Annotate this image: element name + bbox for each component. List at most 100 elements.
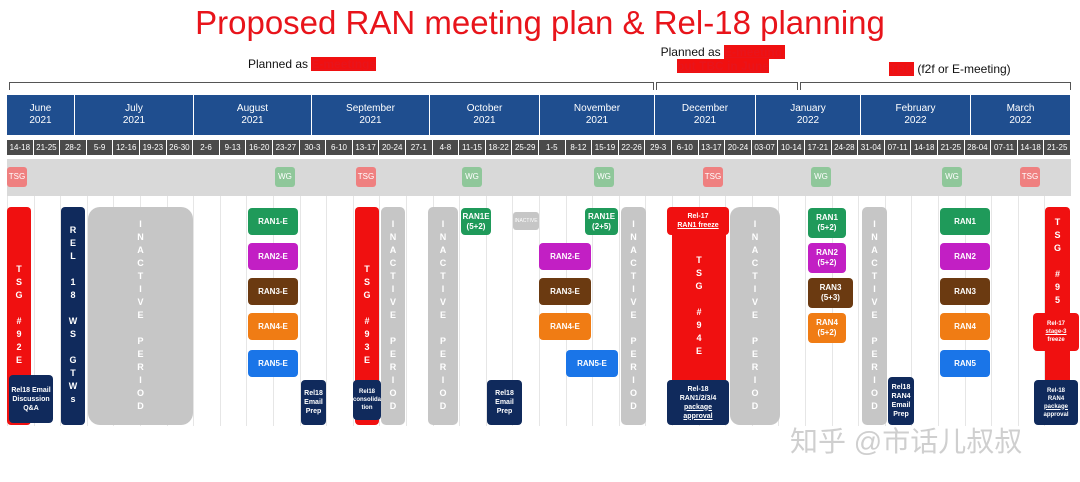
note-line: Rel-18 — [1046, 387, 1065, 394]
month-year: 2022 — [904, 115, 927, 126]
week-cell: 18-22 — [485, 140, 513, 155]
brace-suffix: (f2f or E-meeting) — [913, 62, 1011, 76]
month-name: March — [1006, 103, 1035, 114]
inactive-mini-october: INACTIVE — [513, 212, 539, 230]
inactive-period-november: INACTIVE PERIOD — [621, 207, 646, 425]
week-cell: 8-12 — [565, 140, 593, 155]
week-cell: 14-18 — [1017, 140, 1045, 155]
week-cell: 21-25 — [938, 140, 965, 155]
note-sep-rel18: Rel18 Email Prep — [301, 380, 326, 425]
note-feb-rel18: Rel18 RAN4 Email Prep — [888, 377, 914, 425]
week-grid-line — [299, 196, 301, 426]
note-sep-consolidation: Rel18 consolida tion — [353, 380, 381, 420]
box-label: RAN4 — [816, 318, 838, 327]
week-grid-line — [379, 196, 381, 426]
tag-tsg: TSG — [356, 167, 376, 187]
week-cell: 29-3 — [645, 140, 672, 155]
nov-ran3-box: RAN3-E — [539, 278, 591, 305]
week-cell: 27-1 — [406, 140, 433, 155]
feb-ran5-box: RAN5 — [940, 350, 990, 377]
tsg-94e-bar: TSG #94E — [672, 232, 726, 382]
week-grid-line — [592, 196, 594, 426]
week-cell: 07-11 — [991, 140, 1018, 155]
brace-prefix: Planned as — [660, 45, 725, 59]
week-cell: 31-04 — [858, 140, 885, 155]
tag-tsg: TSG — [7, 167, 27, 187]
week-cell: 9-13 — [219, 140, 247, 155]
box-sublabel: (5+2) — [466, 221, 486, 231]
week-cell: 21-25 — [33, 140, 61, 155]
brace-label-e-meeting-tbc: Planned as E-meeting, but TBC in June — [648, 45, 798, 73]
week-cell: 14-18 — [7, 140, 34, 155]
note-line: package — [683, 403, 713, 411]
week-cell: 5-9 — [86, 140, 114, 155]
week-cell: 28-2 — [60, 140, 87, 155]
tag-wg: WG — [942, 167, 962, 187]
week-grid-line — [964, 196, 966, 426]
month-name: July — [125, 103, 143, 114]
week-grid-line — [459, 196, 461, 426]
box-sublabel: (2+5) — [592, 221, 611, 231]
week-grid-line — [911, 196, 913, 426]
month-name: August — [236, 103, 269, 114]
note-line: package — [1043, 403, 1068, 410]
week-grid-line — [326, 196, 328, 426]
week-grid-line — [219, 196, 221, 426]
watermark: 知乎 @市话儿叔叔 — [790, 426, 1023, 457]
page-title: Proposed RAN meeting plan & Rel-18 plann… — [195, 4, 885, 41]
week-grid-line — [1044, 196, 1046, 426]
week-cell: 23-27 — [273, 140, 300, 155]
inactive-label: INACTIVE PERIOD — [750, 218, 760, 414]
month-name: January — [790, 103, 826, 114]
tsg-label: TSG #93E — [362, 264, 372, 368]
week-cell: 25-29 — [512, 140, 539, 155]
note-june-rel18: Rel18 Email Discussion Q&A — [9, 375, 53, 423]
week-grid-line — [805, 196, 806, 426]
week-cell: 30-3 — [299, 140, 327, 155]
month-name: October — [466, 103, 503, 114]
month-name: November — [573, 103, 621, 114]
box-label: RAN3 — [819, 283, 842, 292]
month-year: 2021 — [359, 115, 382, 126]
aug-ran2-box: RAN2-E — [248, 243, 298, 270]
note-oct-rel18: Rel18 Email Prep — [487, 380, 522, 425]
month-year: 2022 — [796, 115, 820, 126]
brace-label-tbd: TBD (f2f or E-meeting) — [870, 62, 1030, 76]
month-year: 2022 — [1009, 115, 1032, 126]
month-year: 2021 — [693, 115, 717, 126]
week-grid-line — [539, 196, 540, 426]
week-grid-line — [406, 196, 407, 426]
inactive-label: INACTIVE PERIOD — [388, 218, 398, 414]
inactive-period-february: INACTIVE PERIOD — [862, 207, 887, 425]
tsg-95-bar: TSG #95 — [1045, 207, 1070, 317]
brace-e-meeting-tbc — [656, 82, 798, 90]
box-label: RAN1E — [587, 211, 616, 221]
nov-ran1e-box: RAN1E(2+5) — [585, 208, 618, 235]
note-line: Rel-17 — [687, 213, 709, 220]
week-cell: 14-18 — [911, 140, 938, 155]
month-name: December — [681, 103, 729, 114]
feb-ran1-box: RAN1 — [940, 208, 990, 235]
feb-ran3-box: RAN3 — [940, 278, 990, 305]
note-line: Rel-17 — [1046, 321, 1065, 327]
tag-wg: WG — [462, 167, 482, 187]
jan-ran3-box: RAN3(5+3) — [808, 278, 853, 308]
week-cell: 10-14 — [778, 140, 805, 155]
tsg-95-bar-lower — [1045, 351, 1070, 381]
inactive-label: INACTIVE PERIOD — [869, 218, 880, 414]
week-grid-line — [512, 196, 514, 426]
week-cell: 22-26 — [618, 140, 646, 155]
rel18-ws-bar: REL 18 WS GTWs — [61, 207, 85, 425]
brace-label-e-meetings: Planned as E-meetings — [232, 57, 392, 71]
week-cell: 1-5 — [539, 140, 566, 155]
week-cell: 13-17 — [352, 140, 380, 155]
note-line: RAN4 — [1047, 395, 1065, 402]
week-cell: 6-10 — [672, 140, 699, 155]
week-cell: 24-28 — [831, 140, 859, 155]
